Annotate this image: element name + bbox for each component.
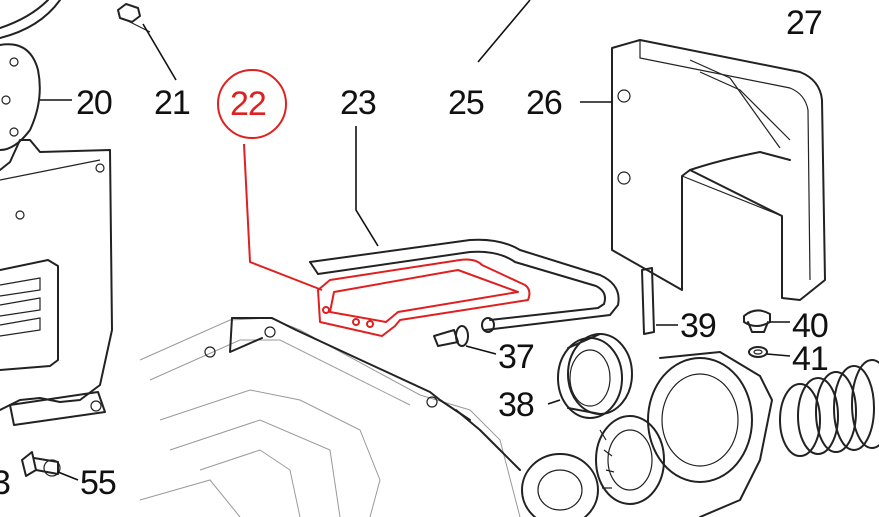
callout-41: 41 xyxy=(792,340,829,378)
callout-27: 27 xyxy=(786,4,823,42)
coil-spring xyxy=(779,359,879,457)
part-40-screw xyxy=(743,309,771,333)
callout-39: 39 xyxy=(680,307,717,345)
callout-20: 20 xyxy=(76,84,113,122)
leader-lines xyxy=(40,0,791,481)
callout-40: 40 xyxy=(792,307,829,345)
callout-22-circle xyxy=(217,69,287,139)
leader-23 xyxy=(355,126,379,247)
callout-38: 38 xyxy=(498,386,535,424)
callout-55: 55 xyxy=(80,464,117,502)
gear-assembly xyxy=(521,351,773,517)
callout-3: 3 xyxy=(0,464,11,502)
part-55-bolt xyxy=(21,451,61,477)
callout-22: 22 xyxy=(230,85,267,123)
leader-41 xyxy=(766,353,791,357)
leader-38 xyxy=(547,399,561,405)
leader-25 xyxy=(477,0,531,63)
callout-23: 23 xyxy=(340,84,377,122)
callout-37: 37 xyxy=(498,338,535,376)
callout-21: 21 xyxy=(154,84,191,122)
leader-21 xyxy=(142,23,177,81)
callout-26: 26 xyxy=(526,84,563,122)
leader-22 xyxy=(243,143,323,291)
part-39-pin xyxy=(641,267,655,335)
part-20-flange xyxy=(0,43,41,151)
gearbox-housing xyxy=(139,317,521,517)
left-housing-plate xyxy=(0,139,113,426)
part-26-cover xyxy=(611,39,826,301)
leader-37 xyxy=(465,345,497,355)
part-23-seal xyxy=(309,238,620,333)
part-41-washer xyxy=(748,346,768,358)
leader-55 xyxy=(57,471,79,481)
part-22-gasket xyxy=(317,258,531,337)
part-37-screw xyxy=(433,325,469,347)
callout-25: 25 xyxy=(448,84,485,122)
part-38-bearing xyxy=(557,333,633,419)
top-left-curved-part xyxy=(0,0,61,39)
